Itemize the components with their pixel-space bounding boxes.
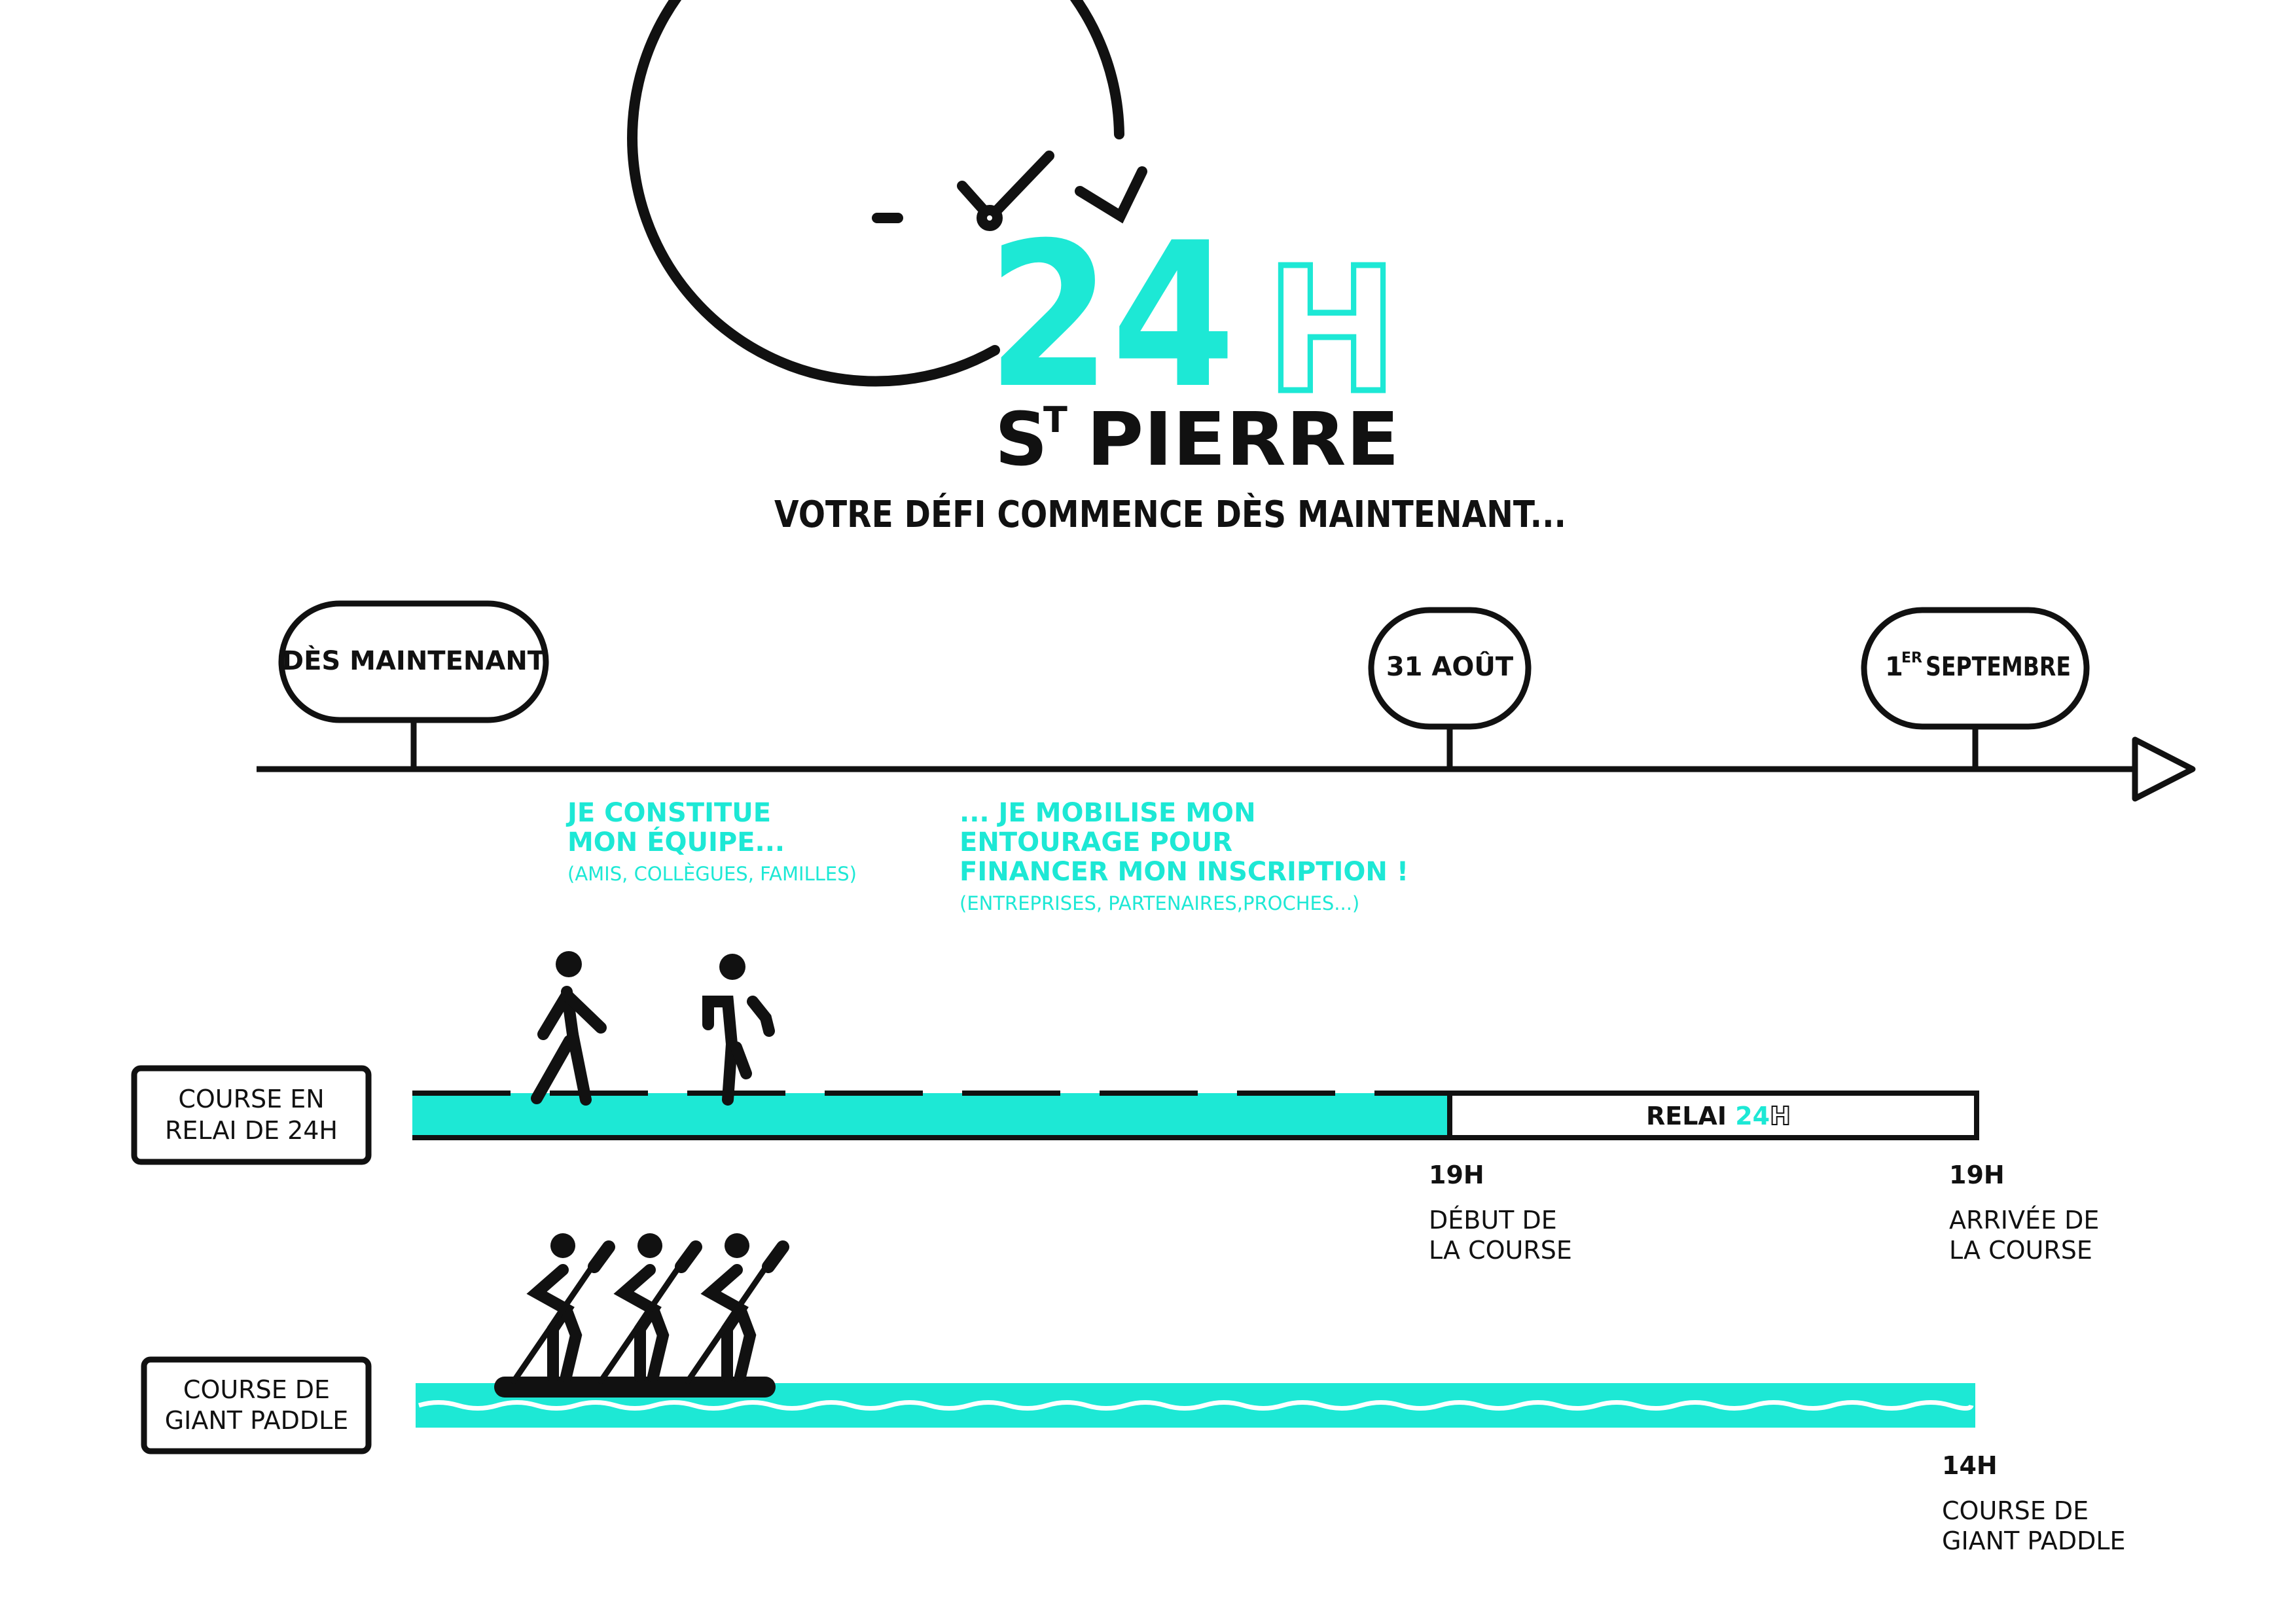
paddlers-icon	[494, 1233, 789, 1398]
event-line: LA COURSE	[1949, 1236, 2092, 1265]
timeline-arrow-icon	[2132, 736, 2196, 802]
logo-big-number: 24	[987, 200, 1236, 432]
event-line: LA COURSE	[1429, 1236, 1572, 1265]
phase-title-line: ENTOURAGE POUR	[960, 827, 1232, 857]
event-line: GIANT PADDLE	[1942, 1526, 2126, 1555]
event-time: 19H	[1429, 1161, 1484, 1189]
relay-label-box: COURSE EN RELAI DE 24H	[131, 1065, 372, 1165]
event-race-start: 19H DÉBUT DE LA COURSE	[1429, 1161, 1572, 1265]
relay-bar: RELAI 24H	[412, 1091, 1979, 1140]
event-time: 14H	[1942, 1451, 1998, 1480]
walker-icon	[531, 951, 607, 1106]
milestone-superscript: ER	[1901, 650, 1922, 666]
event-paddle-race: 14H COURSE DE GIANT PADDLE	[1942, 1451, 2126, 1555]
phase-team: JE CONSTITUE MON ÉQUIPE... (AMIS, COLLÈG…	[565, 798, 857, 885]
clock-rotate-icon	[627, 0, 1147, 387]
logo-place-name: PIERRE	[1086, 397, 1399, 482]
milestone-label: DÈS MAINTENANT	[282, 645, 546, 676]
paddle-label-line: COURSE DE	[183, 1375, 330, 1404]
phase-title-line: MON ÉQUIPE...	[567, 826, 785, 857]
milestone-des-maintenant: DÈS MAINTENANT	[278, 600, 549, 769]
phase-note: (ENTREPRISES, PARTENAIRES,PROCHES...)	[960, 892, 1359, 914]
event-line: COURSE DE	[1942, 1496, 2089, 1525]
milestone-31-aout: 31 AOÛT	[1368, 607, 1532, 769]
tagline: VOTRE DÉFI COMMENCE DÈS MAINTENANT...	[774, 493, 1566, 536]
phase-title-line: JE CONSTITUE	[565, 798, 771, 828]
logo-place-superscript: T	[1043, 399, 1067, 441]
phase-funding: ... JE MOBILISE MON ENTOURAGE POUR FINAN…	[960, 798, 1408, 914]
runner-icon	[702, 954, 775, 1106]
milestone-1er-septembre: 1 ER SEPTEMBRE	[1861, 607, 2090, 769]
milestone-prefix: 1	[1885, 652, 1903, 682]
paddle-label-line: GIANT PADDLE	[165, 1406, 349, 1435]
relay-label-line: RELAI DE 24H	[165, 1116, 338, 1145]
event-line: ARRIVÉE DE	[1949, 1206, 2099, 1235]
phase-title-line: FINANCER MON INSCRIPTION !	[960, 857, 1408, 887]
logo-big-letter: H	[1266, 231, 1397, 431]
timeline: DÈS MAINTENANT 31 AOÛT 1 ER SEPTEMBRE	[257, 600, 2196, 802]
phase-note: (AMIS, COLLÈGUES, FAMILLES)	[567, 863, 857, 885]
paddle-label-box: COURSE DE GIANT PADDLE	[141, 1356, 372, 1454]
event-time: 19H	[1949, 1161, 2005, 1189]
relay-label-line: COURSE EN	[178, 1085, 324, 1113]
event-line: DÉBUT DE	[1429, 1206, 1557, 1235]
phase-title-line: ... JE MOBILISE MON	[960, 798, 1256, 828]
milestone-label: 31 AOÛT	[1386, 651, 1514, 682]
milestone-label: SEPTEMBRE	[1926, 652, 2071, 682]
relay-bar-label: RELAI 24H	[1646, 1102, 1791, 1130]
logo-place-prefix: S	[995, 397, 1048, 482]
event-race-finish: 19H ARRIVÉE DE LA COURSE	[1949, 1161, 2099, 1265]
